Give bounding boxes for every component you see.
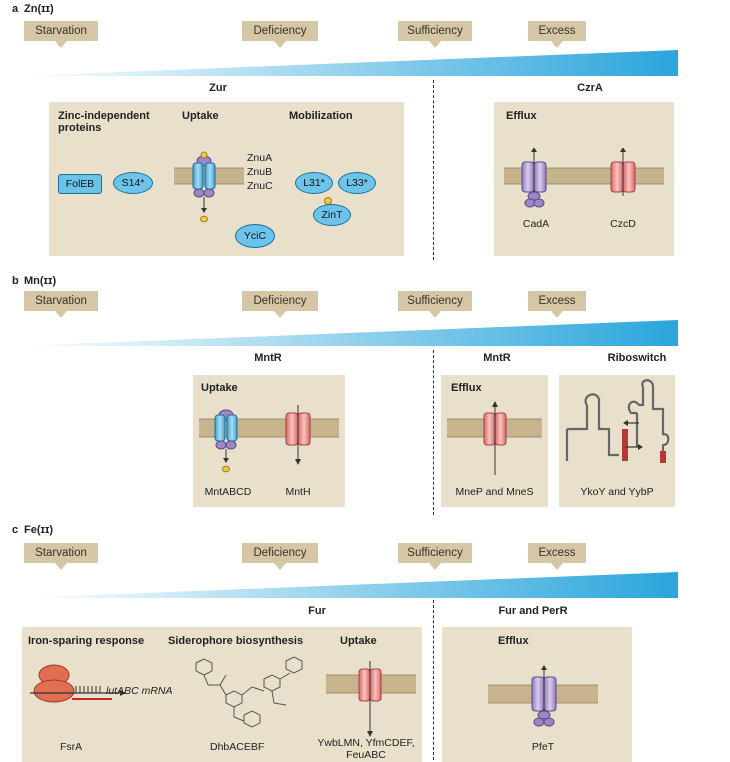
- concentration-gradient-wedge: [18, 320, 678, 346]
- stage-excess: Excess: [528, 21, 586, 48]
- protein-l33: L33*: [338, 172, 376, 194]
- label-czcd: CzcD: [610, 218, 636, 230]
- stage-starvation: Starvation: [24, 21, 98, 48]
- label-lutabc-mrna: lutABC mRNA: [106, 685, 173, 697]
- panel-a-letter: a: [12, 3, 19, 15]
- panel-a-metal: Zn(ɪɪ): [24, 3, 54, 15]
- concentration-gradient-wedge: [18, 572, 678, 598]
- label-ykoy-yybp: YkoY and YybP: [580, 486, 654, 498]
- label-pfet: PfeT: [531, 741, 555, 753]
- znuabc-transporter-icon: [174, 151, 244, 223]
- sufficiency-divider: [433, 350, 434, 515]
- label-mntabcd: MntABCD: [204, 486, 252, 498]
- regulator-mntr: MntR: [254, 352, 282, 364]
- regulator-fur-perr: Fur and PerR: [498, 605, 568, 617]
- label-ywblmn-yfmcdef: YwbLMN, YfmCDEF,: [317, 737, 415, 749]
- concentration-gradient-wedge: [18, 50, 678, 76]
- fe-uptake-transporter-icon: [326, 661, 416, 737]
- mntr-efflux-box: Efflux MneP and MneS: [441, 375, 548, 507]
- label-cada: CadA: [522, 218, 550, 230]
- siderophore-structure-icon: [195, 656, 303, 728]
- protein-zint: ZinT: [313, 204, 351, 226]
- panel-b-letter: b: [12, 275, 19, 287]
- stage-excess: Excess: [528, 291, 586, 318]
- regulator-fur: Fur: [308, 605, 326, 617]
- pfet-efflux-transporter-icon: [488, 665, 598, 727]
- stage-deficiency: Deficiency: [242, 21, 318, 48]
- label-mnep-mnes: MneP and MneS: [455, 486, 534, 498]
- sufficiency-divider: [433, 600, 434, 760]
- stage-sufficiency: Sufficiency: [398, 543, 472, 570]
- stage-sufficiency: Sufficiency: [398, 21, 472, 48]
- regulator-riboswitch: Riboswitch: [607, 352, 667, 364]
- stage-sufficiency: Sufficiency: [398, 291, 472, 318]
- regulator-czra: CzrA: [577, 82, 603, 94]
- protein-l31: L31*: [295, 172, 333, 194]
- zur-regulon-box: Zinc-independent proteins Uptake Mobiliz…: [49, 102, 404, 256]
- group-uptake: Uptake: [182, 110, 219, 122]
- group-mobilization: Mobilization: [289, 110, 353, 122]
- regulator-zur: Zur: [209, 82, 227, 94]
- czra-regulon-box: Efflux CadA CzcD: [494, 102, 674, 256]
- stage-deficiency: Deficiency: [242, 291, 318, 318]
- group-siderophore: Siderophore biosynthesis: [168, 635, 304, 647]
- fur-perr-regulon-box: Efflux PfeT: [442, 627, 632, 762]
- sufficiency-divider: [433, 80, 434, 260]
- stage-deficiency: Deficiency: [242, 543, 318, 570]
- group-zinc-independent: Zinc-independent proteins: [58, 110, 150, 134]
- protein-ycic: YciC: [235, 224, 275, 248]
- mn-efflux-transporter-icon: [447, 401, 542, 475]
- protein-foleb: FolEB: [58, 174, 102, 194]
- panel-c-letter: c: [12, 524, 19, 536]
- panel-b-metal: Mn(ɪɪ): [24, 275, 57, 287]
- label-fsra: FsrA: [60, 741, 83, 753]
- mn-uptake-transporters-icon: [199, 405, 339, 473]
- riboswitch-box: YkoY and YybP: [559, 375, 675, 507]
- label-znub: ZnuB: [247, 166, 273, 178]
- protein-s14: S14*: [113, 172, 153, 194]
- label-dhbacebf: DhbACEBF: [210, 741, 265, 753]
- regulator-mntr-efflux: MntR: [483, 352, 511, 364]
- mntr-uptake-box: Uptake MntABCD MntH: [193, 375, 345, 507]
- stage-excess: Excess: [528, 543, 586, 570]
- group-efflux: Efflux: [498, 635, 529, 647]
- riboswitch-rna-structure-icon: [565, 379, 670, 463]
- group-uptake: Uptake: [340, 635, 377, 647]
- group-uptake: Uptake: [201, 382, 238, 394]
- stage-starvation: Starvation: [24, 543, 98, 570]
- group-iron-sparing: Iron-sparing response: [28, 635, 145, 647]
- label-znua: ZnuA: [247, 152, 273, 164]
- fsra-ribosome-mrna-icon: [30, 664, 126, 703]
- label-mnth: MntH: [285, 486, 311, 498]
- fur-regulon-box: Iron-sparing response Siderophore biosyn…: [22, 627, 422, 762]
- group-efflux: Efflux: [506, 110, 537, 122]
- stage-starvation: Starvation: [24, 291, 98, 318]
- label-feuabc: FeuABC: [346, 749, 386, 761]
- group-efflux: Efflux: [451, 382, 482, 394]
- panel-c-metal: Fe(ɪɪ): [24, 524, 54, 536]
- label-znuc: ZnuC: [247, 180, 273, 192]
- efflux-membrane-icon: [504, 148, 664, 208]
